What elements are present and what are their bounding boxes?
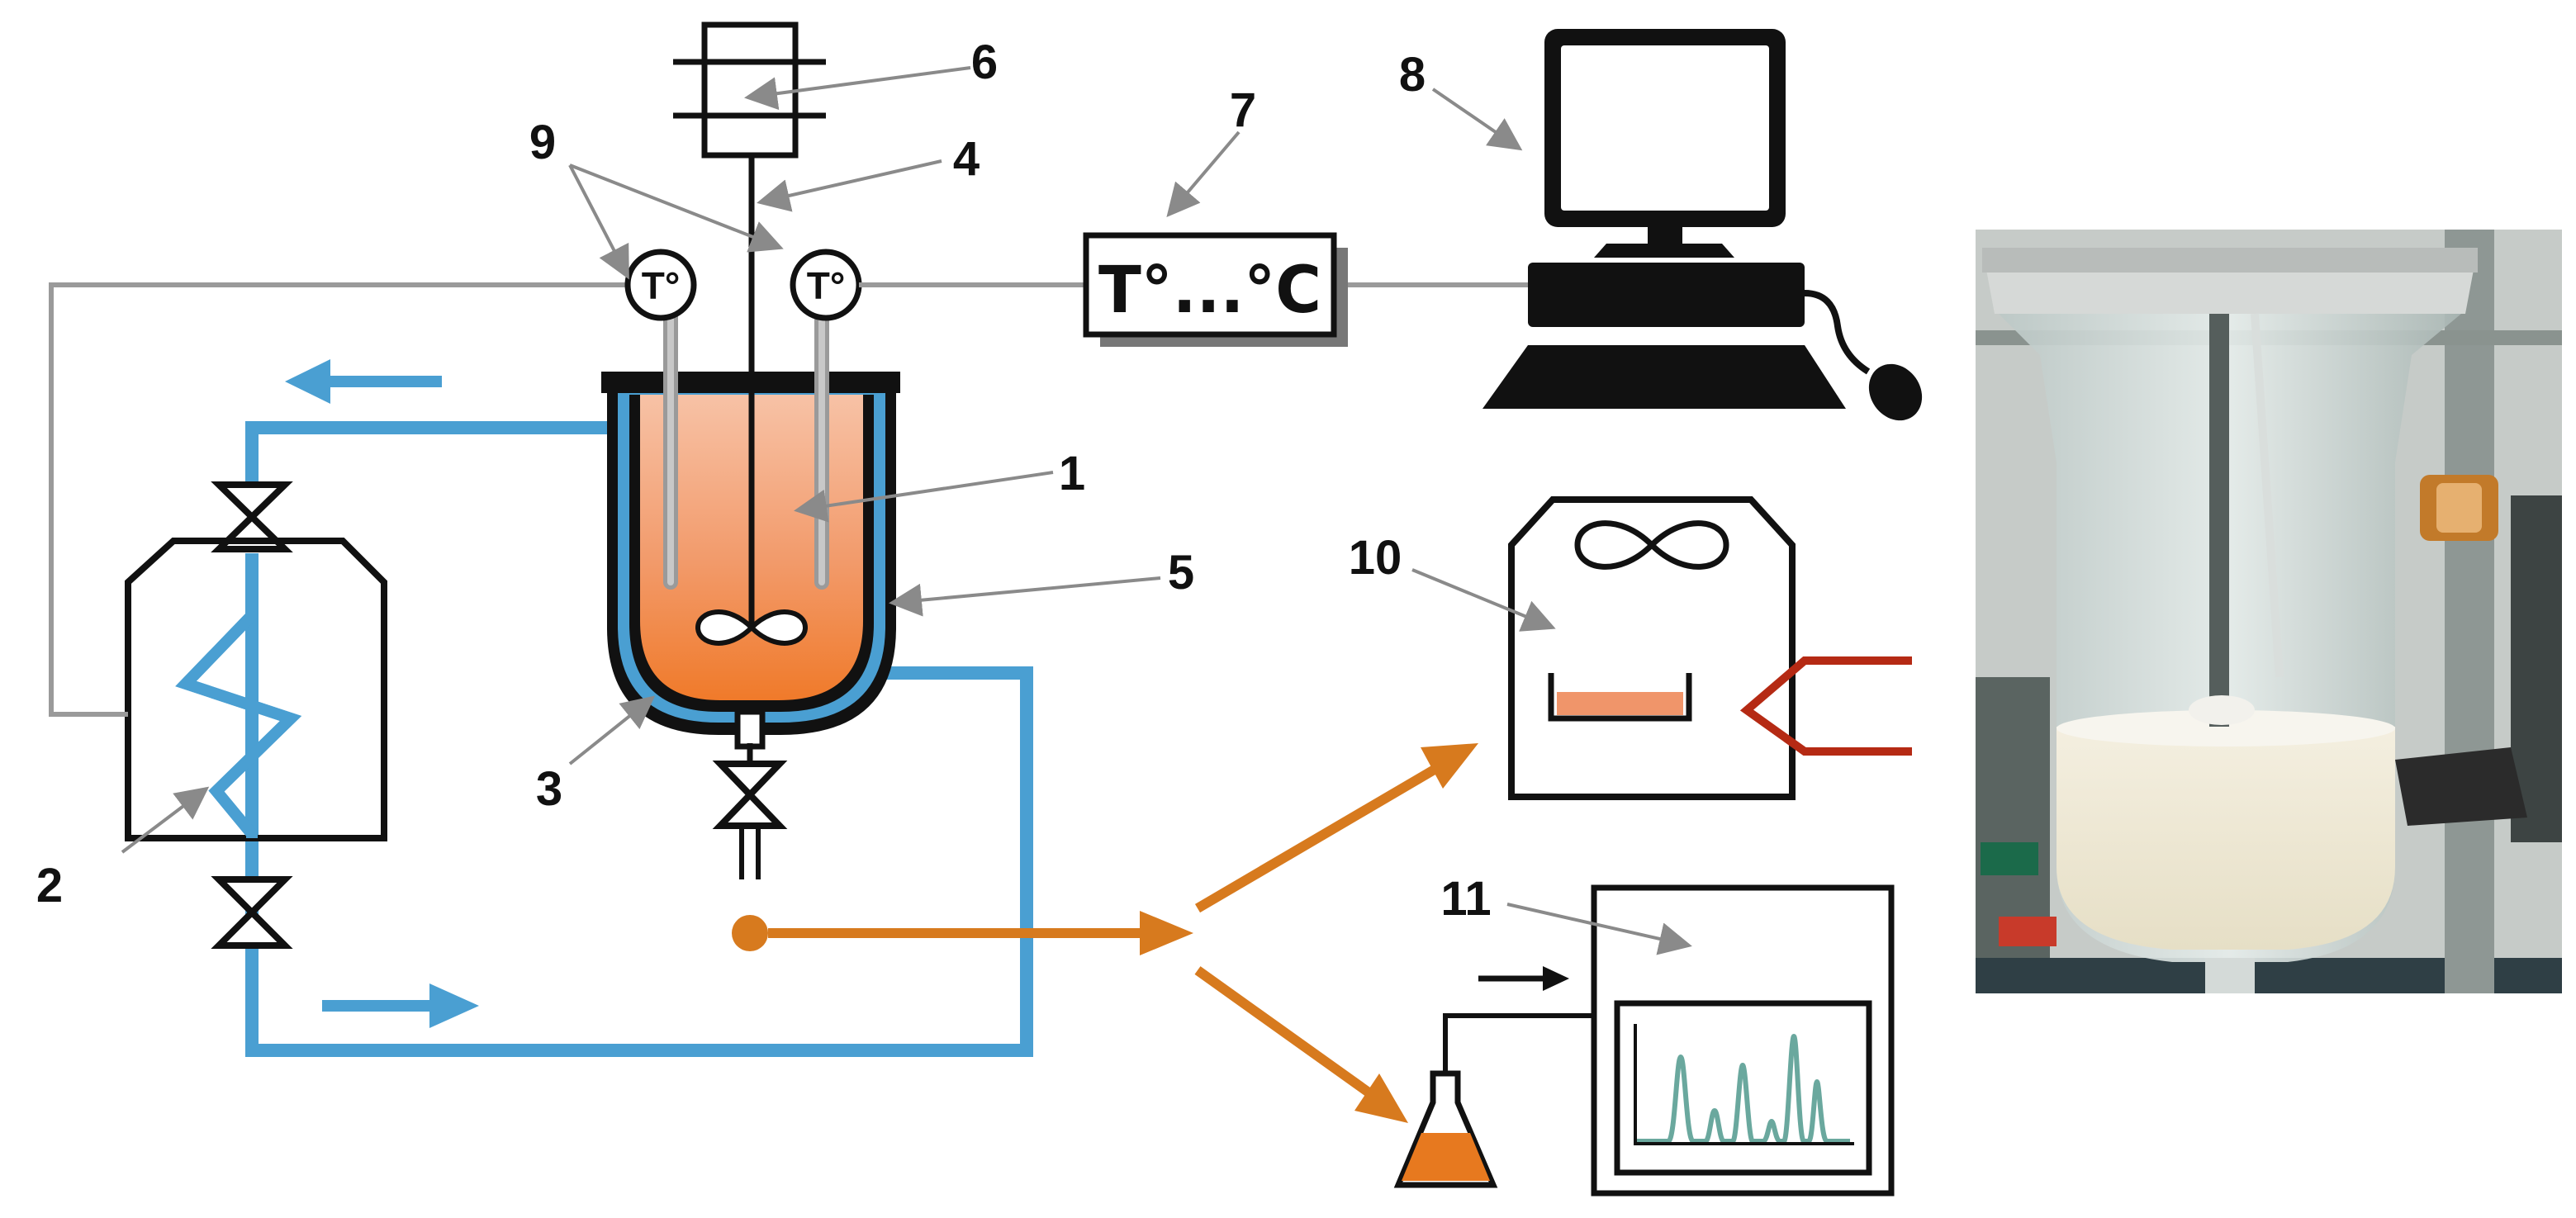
coolant-supply-line — [245, 666, 1033, 1057]
heater-coil — [1739, 656, 1912, 756]
bottom-outlet — [734, 709, 766, 750]
temperature-probes — [663, 309, 829, 590]
sensor-symbol: T° — [642, 264, 681, 307]
injection-line — [1443, 1013, 1594, 1073]
sample-to-dryer — [1194, 763, 1440, 913]
sampling-point — [732, 915, 768, 951]
heat-exchanger-coil — [175, 611, 302, 838]
label-3: 3 — [536, 762, 562, 816]
label-5: 5 — [1168, 546, 1194, 600]
temperature-sensor-left: T° — [624, 249, 697, 321]
keyboard-icon — [1483, 345, 1846, 409]
label-8: 8 — [1399, 48, 1426, 102]
label-1: 1 — [1059, 447, 1085, 500]
drying-oven — [1508, 496, 1912, 800]
display-readout: T°...°C — [1098, 254, 1321, 328]
label-9: 9 — [529, 116, 556, 169]
label-11: 11 — [1440, 872, 1491, 926]
sample-tray — [1548, 673, 1692, 722]
coolant-return-line — [245, 421, 611, 495]
thermostat-box — [125, 538, 387, 841]
valve-icon — [211, 876, 293, 949]
fan-icon — [1574, 520, 1729, 570]
computer-base-unit — [1528, 263, 1805, 327]
label-7: 7 — [1230, 83, 1256, 137]
sensor-symbol: T° — [807, 264, 846, 307]
reactor-liquid — [2057, 727, 2395, 950]
erlenmeyer-flask-icon — [1393, 1070, 1498, 1188]
flow-arrow-left — [285, 359, 442, 404]
mouse-icon — [1868, 363, 1923, 421]
computer-monitor-icon — [1544, 29, 1786, 258]
temperature-display: T°...°C — [1083, 232, 1348, 347]
computer — [1483, 29, 1923, 421]
stirrer-impeller-icon — [695, 609, 809, 646]
valve-icon — [712, 761, 788, 829]
chromatograph — [1591, 884, 1895, 1197]
label-6: 6 — [971, 36, 998, 89]
reactor-photo — [1976, 230, 2562, 993]
valve-icon — [211, 481, 293, 552]
control-wire — [49, 282, 628, 717]
label-pointers — [121, 66, 1692, 955]
temperature-sensor-right: T° — [790, 249, 862, 321]
label-10: 10 — [1349, 531, 1402, 585]
label-4: 4 — [953, 132, 980, 186]
heat-exchanger-coil-front — [175, 582, 302, 838]
label-2: 2 — [36, 859, 63, 912]
injection-arrow — [1478, 966, 1569, 991]
sample-to-flask — [1194, 966, 1374, 1098]
chromatogram-trace — [1635, 1033, 1850, 1144]
flow-arrow-right — [322, 983, 479, 1028]
chromatogram-axes — [1634, 1024, 1854, 1145]
